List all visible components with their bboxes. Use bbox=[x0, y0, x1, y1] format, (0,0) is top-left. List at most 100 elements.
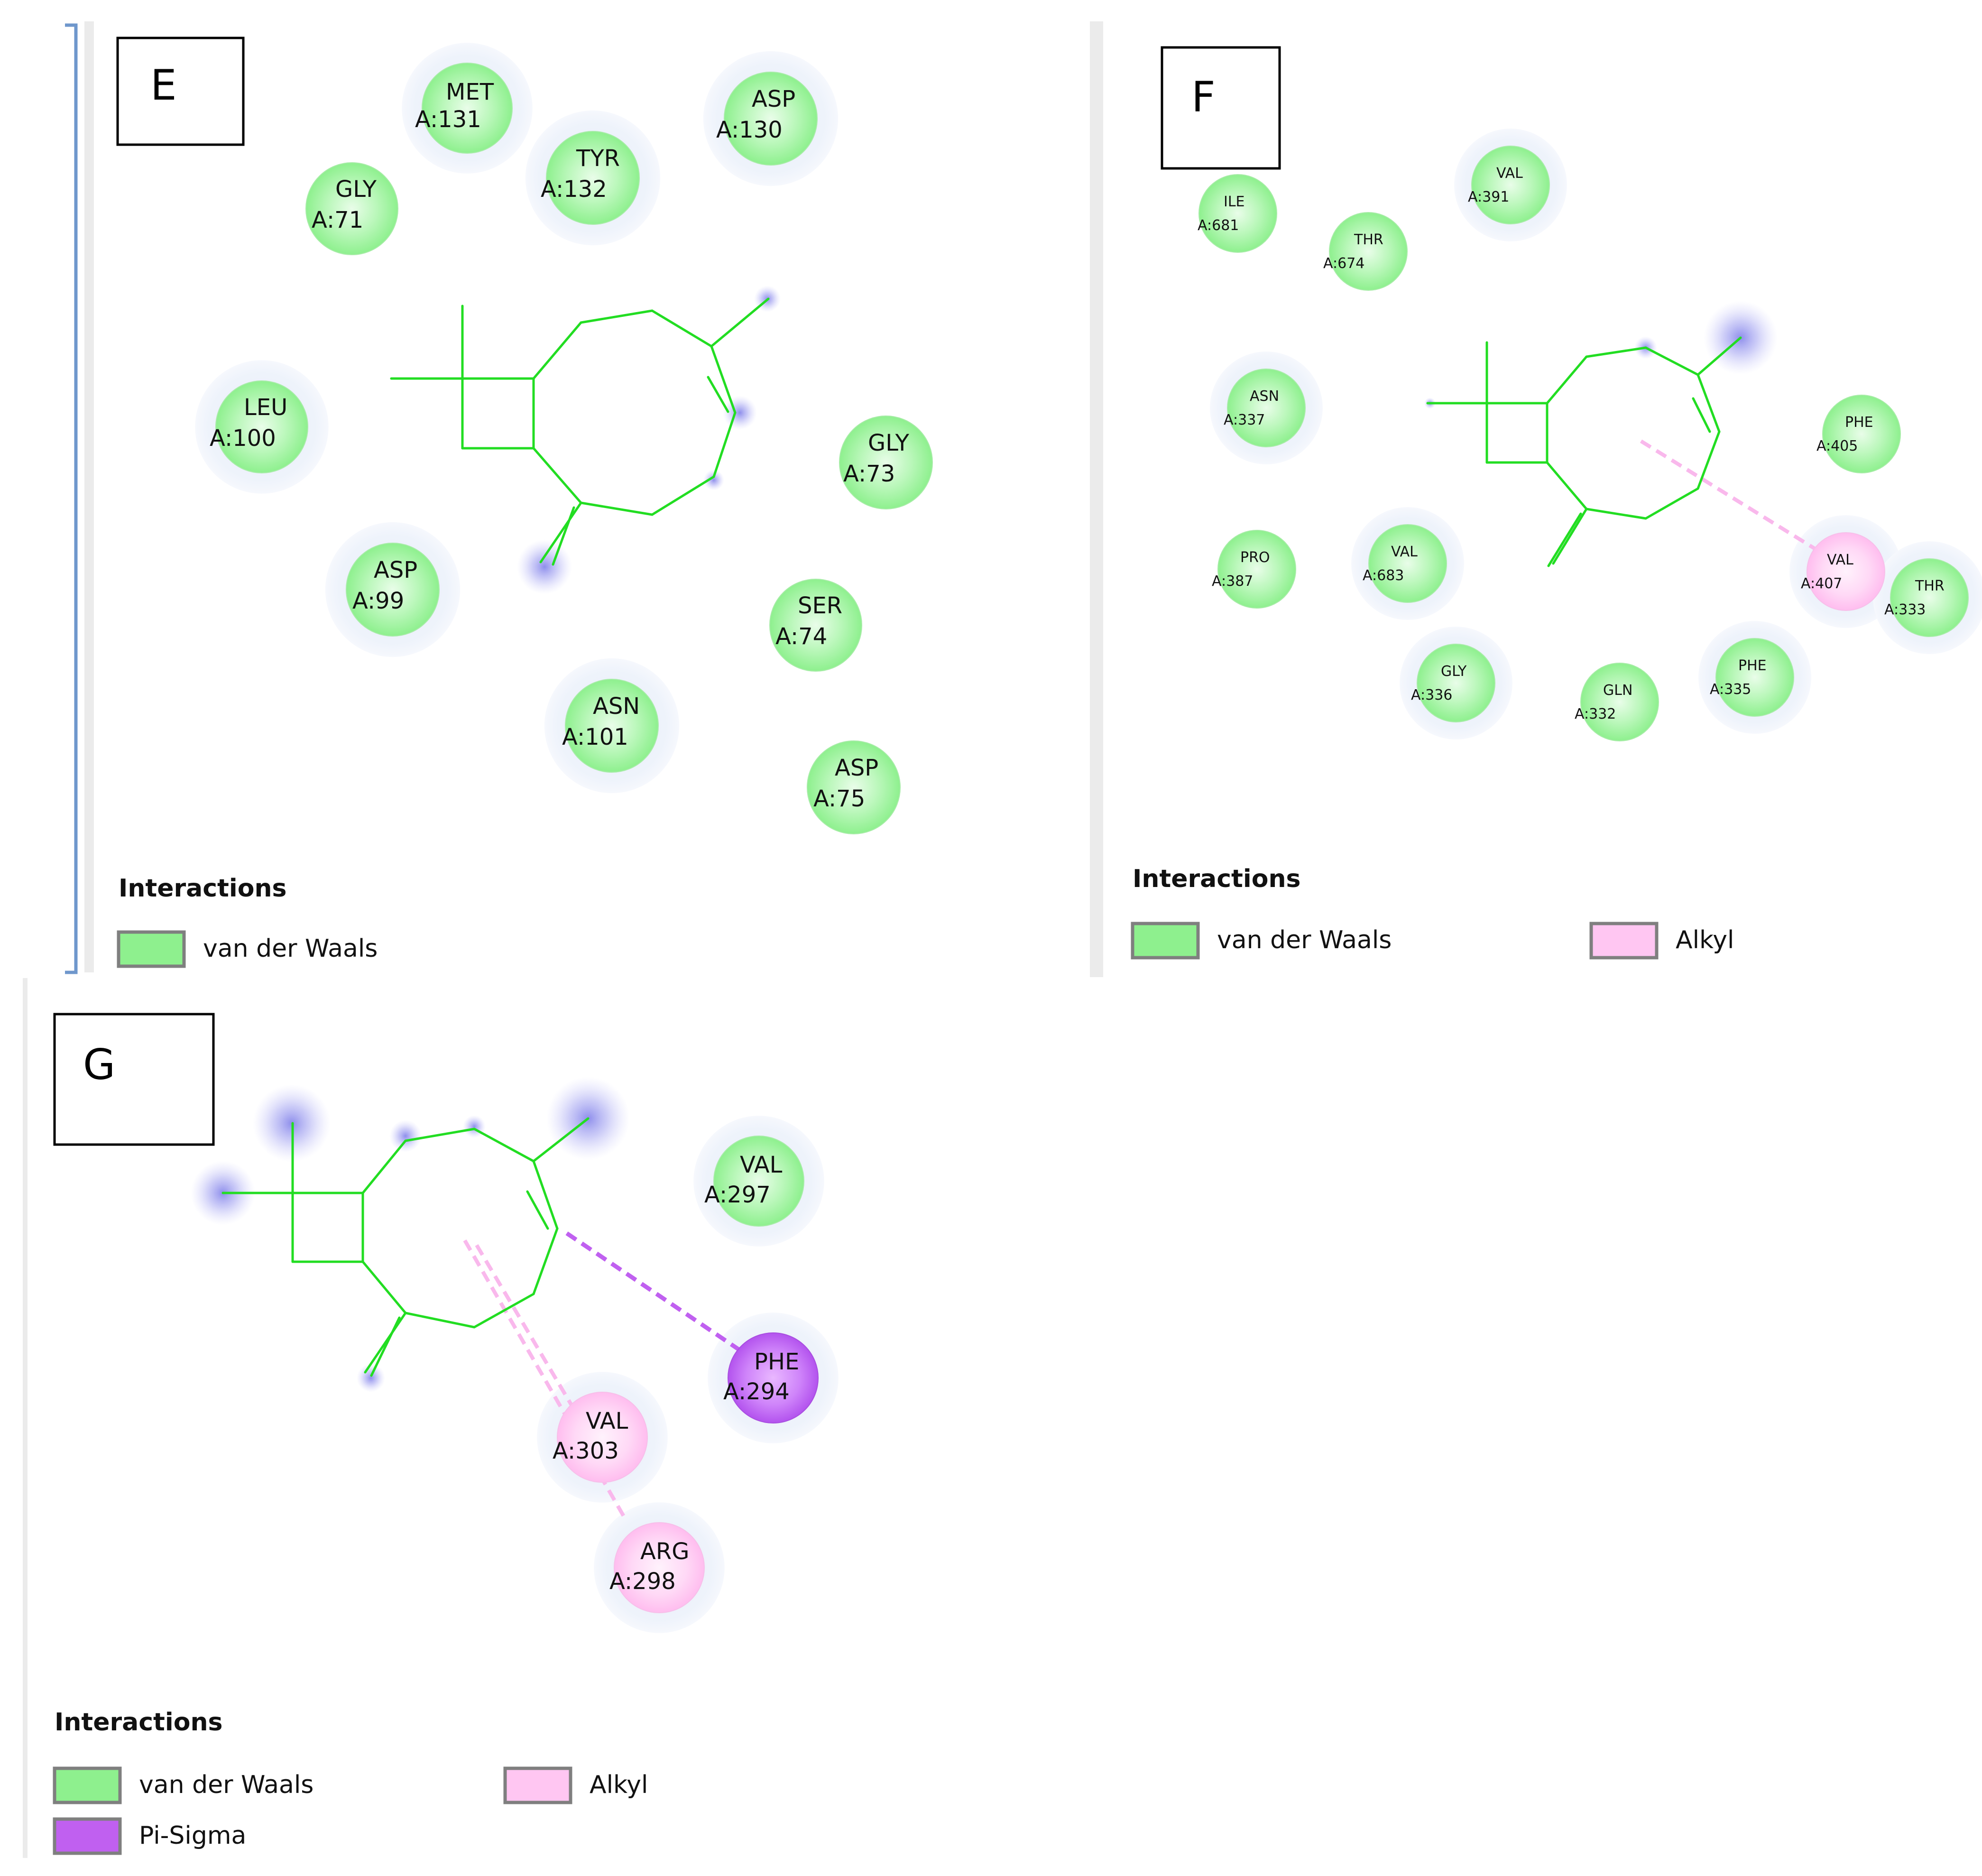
ligand-double-bond bbox=[552, 506, 575, 566]
ligand-bond bbox=[1644, 346, 1699, 376]
residue-id: A:294 bbox=[723, 1378, 790, 1405]
panel-label: F bbox=[1191, 73, 1216, 121]
residue-disc-pi-sigma bbox=[728, 1332, 819, 1423]
residue-disc-vdw bbox=[305, 162, 398, 255]
ligand-bond bbox=[361, 1260, 407, 1314]
legend-swatch bbox=[53, 1817, 122, 1855]
ligand-bond bbox=[710, 345, 737, 414]
ligand-bond bbox=[1696, 373, 1721, 433]
panel-label-box bbox=[1161, 46, 1281, 170]
residue-name: THR bbox=[1915, 578, 1945, 594]
residue-name: ASP bbox=[374, 557, 417, 583]
ligand-bond bbox=[1644, 487, 1699, 520]
panel-e-bracket bbox=[65, 23, 78, 974]
residue-id: A:74 bbox=[775, 623, 827, 650]
residue-name: THR bbox=[1354, 231, 1383, 248]
residue-name: VAL bbox=[1496, 165, 1523, 182]
residue-disc-vdw bbox=[1715, 638, 1794, 717]
residue-disc-vdw bbox=[422, 63, 513, 154]
residue-tyr-a-132: TYR A:132 bbox=[541, 131, 640, 225]
residue-name: TYR bbox=[576, 145, 620, 172]
legend-item-alkyl: Alkyl bbox=[1589, 922, 1734, 960]
ligand-bond bbox=[712, 411, 737, 478]
residue-disc-vdw bbox=[565, 679, 659, 773]
residue-name: ASN bbox=[1250, 388, 1279, 405]
residue-disc-vdw bbox=[1890, 558, 1969, 637]
legend-item-pi-sigma: Pi-Sigma bbox=[53, 1817, 246, 1855]
residue-id: A:132 bbox=[541, 176, 607, 203]
residue-id: A:75 bbox=[813, 786, 865, 812]
residue-id: A:407 bbox=[1801, 575, 1842, 592]
legend-swatch bbox=[503, 1766, 572, 1804]
panel-g-left-divider bbox=[23, 978, 28, 1858]
residue-name: ASP bbox=[752, 86, 795, 112]
ligand-bond bbox=[651, 309, 713, 348]
ligand-bond bbox=[404, 1312, 476, 1329]
residue-name: VAL bbox=[586, 1408, 628, 1434]
residue-gly-a-71: GLY A:71 bbox=[305, 162, 398, 255]
residue-name: GLY bbox=[335, 176, 377, 203]
ligand-atom-glow bbox=[703, 470, 724, 490]
legend-swatch bbox=[1589, 922, 1659, 960]
legend-label: Alkyl bbox=[590, 1771, 648, 1799]
residue-asn-a-337: ASN A:337 bbox=[1224, 369, 1306, 447]
ligand-bond bbox=[532, 447, 582, 504]
ligand-bond bbox=[532, 1227, 559, 1295]
residue-id: A:387 bbox=[1212, 573, 1253, 590]
legend-label: van der Waals bbox=[1217, 926, 1392, 954]
ligand-bond bbox=[580, 501, 654, 516]
residue-name: VAL bbox=[1827, 552, 1853, 568]
legend-swatch bbox=[117, 930, 186, 968]
residue-id: A:332 bbox=[1575, 706, 1616, 722]
residue-disc-vdw bbox=[1822, 395, 1901, 473]
panel-g: GVALA:297PHEA:294VALA:303ARGA:298Interac… bbox=[53, 1013, 839, 1855]
residue-disc-vdw bbox=[839, 416, 933, 509]
ligand-bond bbox=[539, 501, 582, 564]
ligand-bond bbox=[710, 297, 770, 348]
ligand-bond bbox=[580, 309, 654, 324]
residue-id: A:71 bbox=[312, 207, 363, 233]
residue-disc-alkyl bbox=[557, 1392, 648, 1483]
residue-name: VAL bbox=[1391, 544, 1418, 560]
panel-label-box bbox=[116, 37, 245, 146]
alkyl-interaction-line bbox=[1640, 439, 1823, 554]
residue-disc-vdw bbox=[215, 380, 308, 473]
residue-name: LEU bbox=[244, 394, 287, 421]
legend-item-alkyl: Alkyl bbox=[503, 1766, 648, 1804]
panel-label: E bbox=[150, 61, 177, 110]
residue-id: A:405 bbox=[1816, 438, 1858, 454]
residue-name: ILE bbox=[1224, 194, 1245, 210]
residue-leu-a-100: LEU A:100 bbox=[210, 380, 308, 473]
residue-disc-vdw bbox=[1580, 663, 1659, 741]
residue-id: A:99 bbox=[352, 588, 404, 614]
residue-disc-alkyl bbox=[614, 1522, 705, 1613]
ligand-bond bbox=[361, 1139, 407, 1194]
residue-name: PHE bbox=[1845, 414, 1873, 431]
residue-id: A:391 bbox=[1468, 189, 1509, 205]
panel-e-left-divider bbox=[84, 21, 94, 972]
residue-id: A:100 bbox=[210, 425, 276, 452]
legend-item-vdw: van der Waals bbox=[117, 930, 378, 968]
residue-id: A:337 bbox=[1224, 412, 1265, 428]
residue-disc-vdw bbox=[1329, 212, 1408, 291]
legend-title: Interactions bbox=[1133, 865, 1300, 893]
residue-val-a-407: VAL A:407 bbox=[1801, 532, 1885, 611]
residue-id: A:336 bbox=[1411, 687, 1452, 703]
ligand-double-bond bbox=[1547, 512, 1582, 567]
legend-label: van der Waals bbox=[139, 1771, 313, 1799]
residue-disc-vdw bbox=[1368, 524, 1447, 603]
legend-label: Alkyl bbox=[1676, 926, 1734, 954]
legend-label: van der Waals bbox=[203, 934, 378, 963]
panel-label: G bbox=[83, 1040, 115, 1089]
legend-item-vdw: van der Waals bbox=[53, 1766, 313, 1804]
residue-id: A:298 bbox=[609, 1568, 676, 1595]
